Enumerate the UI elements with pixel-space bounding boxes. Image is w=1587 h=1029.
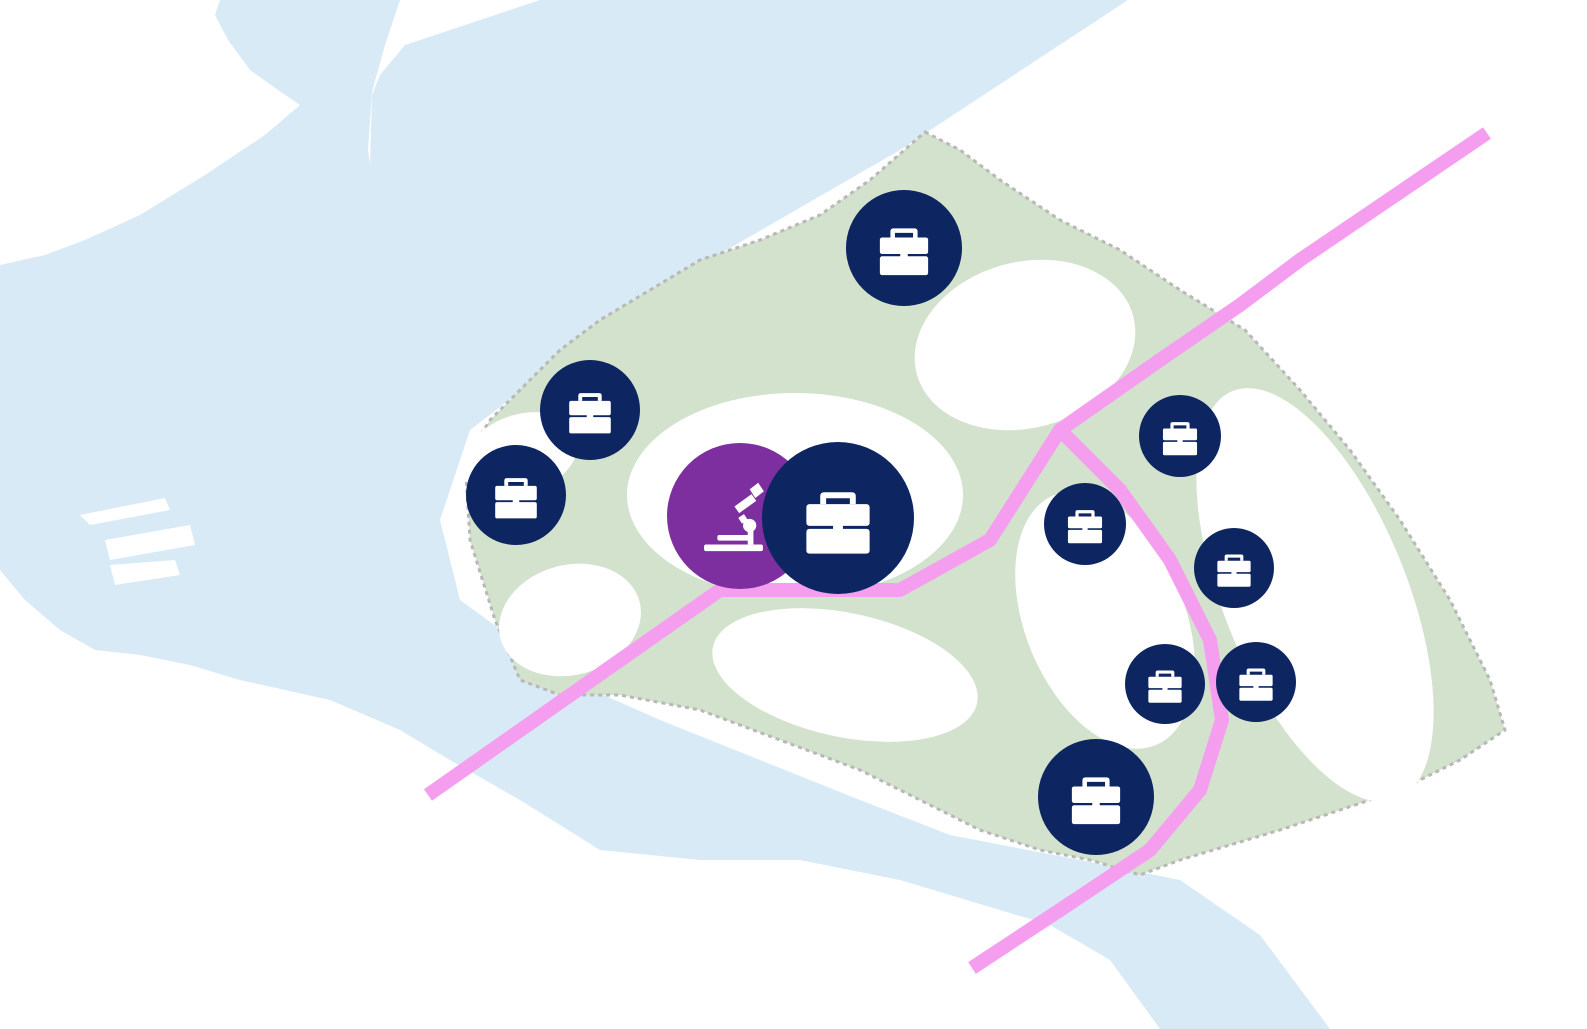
transport-routes — [423, 127, 1491, 974]
business-marker[interactable] — [540, 360, 640, 460]
markers-layer — [466, 190, 1296, 855]
business-marker[interactable] — [762, 442, 914, 594]
business-marker[interactable] — [1139, 395, 1221, 477]
cleared-area — [712, 608, 978, 742]
route-branch-line — [968, 425, 1229, 974]
route-main-line — [423, 127, 1491, 801]
business-marker[interactable] — [1194, 528, 1274, 608]
jetty — [80, 498, 195, 585]
cleared-area — [1196, 388, 1434, 802]
business-marker[interactable] — [846, 190, 962, 306]
cleared-areas — [461, 259, 1434, 802]
business-marker[interactable] — [1125, 644, 1205, 724]
business-marker[interactable] — [1216, 642, 1296, 722]
business-marker[interactable] — [1044, 483, 1126, 565]
cleared-area — [499, 563, 641, 677]
business-marker[interactable] — [1038, 739, 1154, 855]
cleared-area — [914, 259, 1136, 431]
business-marker[interactable] — [466, 445, 566, 545]
bay-water — [0, 0, 1330, 1029]
water-bodies — [0, 0, 1330, 1029]
